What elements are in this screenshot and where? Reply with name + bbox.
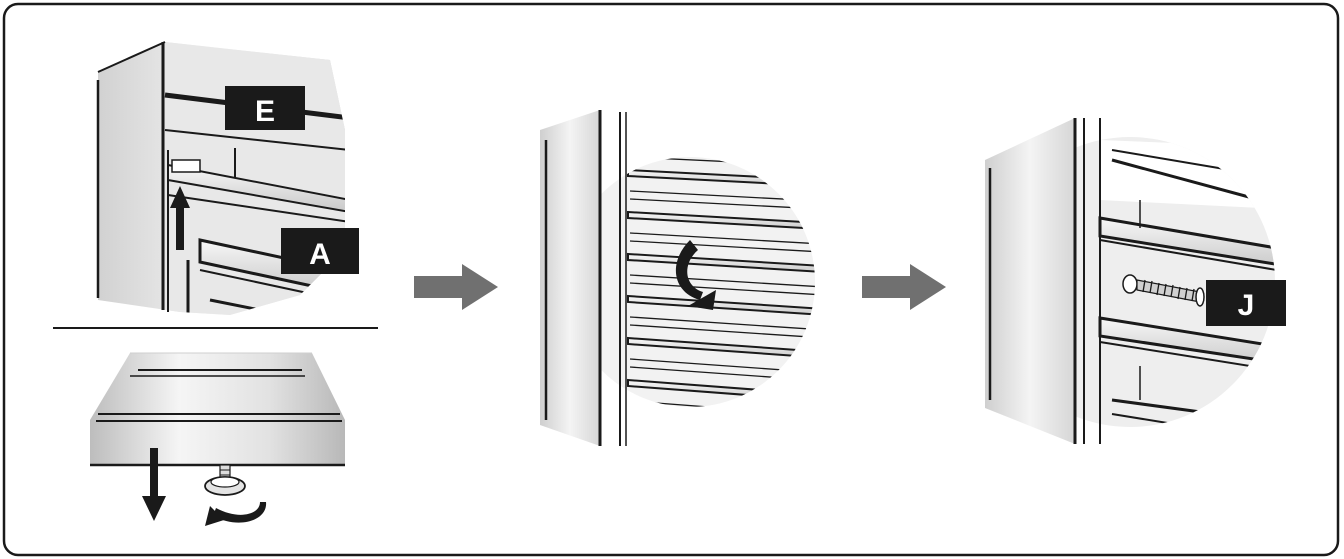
- label-e: E: [225, 86, 305, 130]
- label-e-text: E: [255, 95, 275, 128]
- label-j: J: [1206, 280, 1286, 326]
- label-a-text: A: [309, 238, 331, 271]
- label-j-text: J: [1238, 289, 1255, 322]
- label-a: A: [281, 228, 359, 274]
